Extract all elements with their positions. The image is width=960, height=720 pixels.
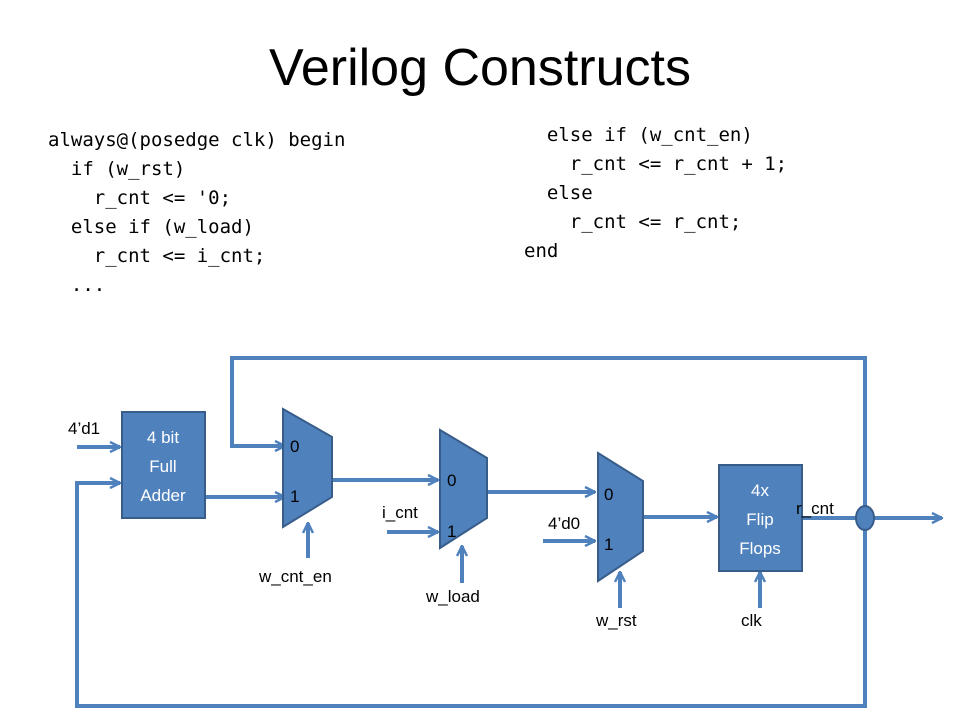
code-line: else if (w_cnt_en) bbox=[524, 124, 753, 146]
i-cnt-label: i_cnt bbox=[382, 503, 418, 522]
w-load-label: w_load bbox=[425, 587, 480, 606]
const-one-label: 4’d1 bbox=[68, 419, 100, 438]
code-line: r_cnt <= i_cnt; bbox=[48, 245, 266, 267]
flip-flops-block: 4x Flip Flops bbox=[718, 464, 803, 572]
mux-input-1-label: 1 bbox=[447, 522, 456, 541]
full-adder-block: 4 bit Full Adder bbox=[121, 411, 206, 519]
adder-label-line: 4 bit bbox=[147, 428, 179, 447]
adder-label-line: Full bbox=[149, 457, 176, 476]
mux-input-1-label: 1 bbox=[290, 487, 299, 506]
code-line: r_cnt <= r_cnt + 1; bbox=[524, 153, 788, 175]
code-line: always@(posedge clk) begin bbox=[48, 129, 346, 151]
mux-input-0-label: 0 bbox=[290, 437, 299, 456]
w-cnt-en-label: w_cnt_en bbox=[258, 567, 332, 586]
clk-label: clk bbox=[741, 611, 762, 630]
r-cnt-label: r_cnt bbox=[796, 499, 834, 518]
ff-label-line: 4x bbox=[751, 481, 769, 500]
code-line: else if (w_load) bbox=[48, 216, 254, 238]
code-line: if (w_rst) bbox=[48, 158, 186, 180]
code-line: ... bbox=[48, 274, 106, 296]
code-block-right: else if (w_cnt_en) r_cnt <= r_cnt + 1; e… bbox=[524, 121, 787, 266]
code-line: r_cnt <= '0; bbox=[48, 187, 232, 209]
code-line: r_cnt <= r_cnt; bbox=[524, 211, 742, 233]
code-block-left: always@(posedge clk) begin if (w_rst) r_… bbox=[48, 126, 345, 300]
feedback-wire-bottom bbox=[75, 483, 867, 708]
ff-label-line: Flip bbox=[746, 510, 773, 529]
mux-input-1-label: 1 bbox=[604, 535, 613, 554]
code-line: else bbox=[524, 182, 593, 204]
output-junction-node bbox=[855, 505, 875, 531]
mux-cnt-en: 0 1 bbox=[282, 407, 333, 529]
feedback-wire-top bbox=[230, 356, 867, 518]
mux-input-0-label: 0 bbox=[604, 485, 613, 504]
mux-load: 0 1 bbox=[439, 428, 488, 550]
mux-input-0-label: 0 bbox=[447, 471, 456, 490]
const-zero-label: 4’d0 bbox=[548, 514, 580, 533]
adder-label-line: Adder bbox=[140, 486, 186, 505]
code-line: end bbox=[524, 240, 559, 262]
w-rst-label: w_rst bbox=[595, 611, 637, 630]
slide-title: Verilog Constructs bbox=[269, 39, 691, 97]
mux-rst: 0 1 bbox=[597, 451, 644, 583]
ff-label-line: Flops bbox=[739, 539, 781, 558]
